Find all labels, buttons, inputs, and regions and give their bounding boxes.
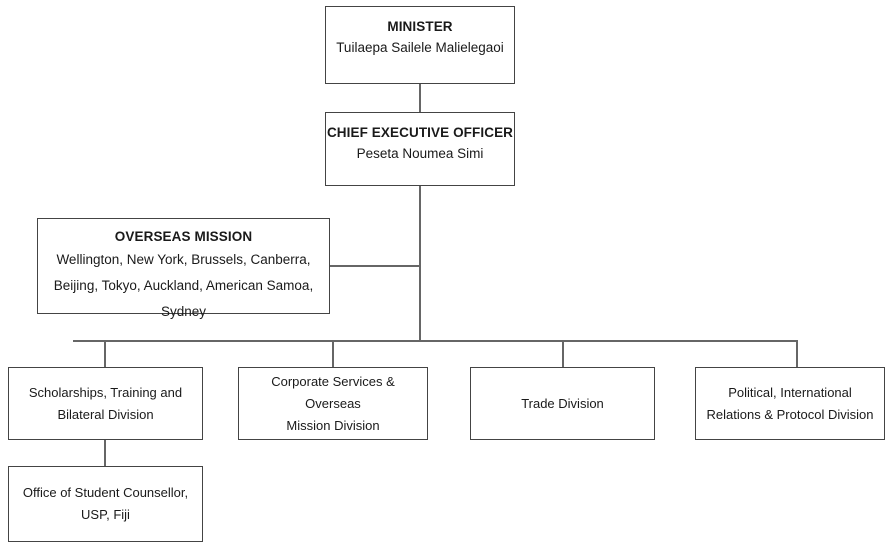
division-trade-line-1: Trade Division [521,395,604,411]
node-chief-executive-officer[interactable]: CHIEF EXECUTIVE OFFICER Peseta Noumea Si… [325,112,515,186]
connector-ceo-spine [419,186,421,342]
overseas-mission-title: OVERSEAS MISSION [114,229,253,244]
node-division-trade[interactable]: Trade Division [470,367,655,440]
node-overseas-mission[interactable]: OVERSEAS MISSION Wellington, New York, B… [37,218,330,319]
connector-minister-to-ceo [419,84,421,112]
minister-name: Tuilaepa Sailele Malielegaoi [336,40,504,55]
overseas-mission-line-2: Beijing, Tokyo, Auckland, American Samoa… [53,278,314,293]
division-scholarships-line-2: Bilateral Division [57,406,154,422]
division-political-international-line-1: Political, International [728,384,852,400]
overseas-mission-line-3: Sydney [160,304,207,319]
connector-drop-trade [562,340,564,367]
division-scholarships-line-1: Scholarships, Training and [28,384,183,400]
connector-division-bus [73,340,797,342]
ceo-name: Peseta Noumea Simi [356,146,484,161]
student-office-line-1: Office of Student Counsellor, [22,485,189,500]
node-division-scholarships[interactable]: Scholarships, Training and Bilateral Div… [8,367,203,440]
connector-overseas-mission-to-spine [330,265,420,267]
overseas-mission-line-1: Wellington, New York, Brussels, Canberra… [56,252,311,267]
division-corporate-services-line-1: Corporate Services & Overseas [271,373,395,411]
student-office-line-2: USP, Fiji [81,507,130,522]
division-corporate-services-line-2: Mission Division [286,417,380,433]
ceo-title: CHIEF EXECUTIVE OFFICER [326,125,514,140]
node-office-of-student-counsellor[interactable]: Office of Student Counsellor, USP, Fiji [8,466,203,542]
node-minister[interactable]: MINISTER Tuilaepa Sailele Malielegaoi [325,6,515,84]
connector-drop-political-international [796,340,798,367]
node-division-political-international[interactable]: Political, International Relations & Pro… [695,367,885,440]
node-division-corporate-services[interactable]: Corporate Services & Overseas Mission Di… [238,367,428,440]
connector-drop-scholarships [104,340,106,367]
connector-drop-corporate-services [332,340,334,367]
connector-scholarships-to-student-office [104,440,106,466]
minister-title: MINISTER [387,19,453,34]
division-political-international-line-2: Relations & Protocol Division [706,406,874,422]
